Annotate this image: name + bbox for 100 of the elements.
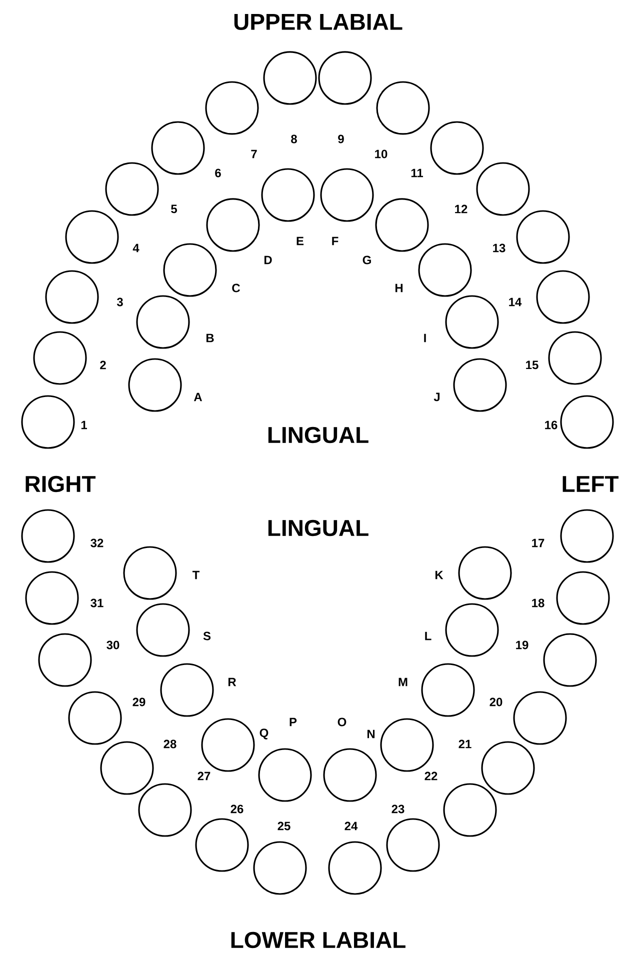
tooth-circle [481,741,535,795]
tooth-label: 2 [100,360,106,370]
tooth-circle [25,571,79,625]
tooth-circle [261,168,315,222]
tooth-circle [205,81,259,135]
tooth-circle [516,210,570,264]
tooth-circle [421,663,475,717]
tooth-label: 24 [344,822,358,830]
tooth-label: 32 [90,538,104,548]
tooth-circle [430,121,484,175]
tooth-label: H [395,284,403,292]
tooth-label: 14 [509,298,522,306]
region-label: LINGUAL [268,426,368,444]
tooth-circle [201,718,255,772]
tooth-circle [543,633,597,687]
tooth-label: 25 [278,822,290,830]
region-label: LEFT [562,476,618,492]
tooth-label: 3 [116,298,123,306]
tooth-label: E [296,236,304,246]
tooth-label: 16 [545,420,558,430]
tooth-label: K [435,570,444,580]
tooth-label: 23 [392,804,404,814]
tooth-circle [375,198,429,252]
tooth-circle [253,841,307,895]
tooth-label: A [194,392,202,402]
tooth-label: P [290,718,297,726]
tooth-label: B [206,334,214,342]
tooth-label: D [264,256,272,264]
tooth-label: N [367,730,375,738]
tooth-circle [206,198,260,252]
tooth-circle [195,818,249,872]
tooth-circle [151,121,205,175]
tooth-circle [45,270,99,324]
tooth-label: 6 [215,168,221,178]
tooth-circle [136,295,190,349]
tooth-circle [21,509,75,563]
tooth-label: G [362,256,371,264]
tooth-label: 1 [81,420,87,430]
region-label: UPPER LABIAL [234,14,402,30]
tooth-circle [386,818,440,872]
tooth-label: 29 [132,698,146,706]
tooth-label: F [332,236,338,246]
tooth-label: 27 [198,772,210,780]
tooth-label: 20 [490,698,502,706]
tooth-label: 11 [411,168,423,178]
tooth-label: 12 [455,204,468,214]
tooth-circle [443,783,497,837]
tooth-label: 8 [291,134,297,144]
tooth-label: 21 [458,740,472,748]
tooth-circle [123,546,177,600]
tooth-label: Q [260,728,268,740]
tooth-circle [418,243,472,297]
tooth-label: 17 [532,538,544,548]
tooth-circle [560,509,614,563]
tooth-circle [453,358,507,412]
tooth-circle [328,841,382,895]
tooth-circle [138,783,192,837]
tooth-label: I [424,334,426,342]
tooth-label: L [425,632,432,640]
tooth-label: 10 [375,150,388,158]
tooth-label: M [398,678,408,686]
tooth-circle [536,270,590,324]
tooth-label: 28 [164,740,176,748]
tooth-circle [160,663,214,717]
tooth-circle [258,748,312,802]
region-label: RIGHT [26,476,96,492]
tooth-circle [513,691,567,745]
tooth-circle [548,331,602,385]
tooth-label: 26 [230,804,244,814]
tooth-label: 13 [493,244,506,252]
tooth-label: S [203,632,211,640]
tooth-circle [380,718,434,772]
tooth-circle [128,358,182,412]
tooth-circle [163,243,217,297]
tooth-label: O [338,718,346,726]
tooth-circle [318,51,372,105]
region-label: LINGUAL [268,520,368,536]
tooth-label: 7 [251,150,257,158]
tooth-circle [376,81,430,135]
region-label: LOWER LABIAL [231,932,406,948]
tooth-label: R [228,678,236,686]
tooth-label: J [434,392,440,402]
tooth-circle [320,168,374,222]
tooth-circle [263,51,317,105]
tooth-circle [105,162,159,216]
tooth-circle [65,210,119,264]
tooth-label: C [232,284,240,292]
tooth-circle [100,741,154,795]
tooth-circle [68,691,122,745]
tooth-circle [136,603,190,657]
tooth-label: 30 [106,640,120,650]
tooth-label: 4 [132,244,140,252]
tooth-circle [33,331,87,385]
tooth-circle [560,395,614,449]
tooth-circle [476,162,530,216]
tooth-label: 31 [90,598,104,608]
tooth-circle [445,295,499,349]
tooth-label: T [192,570,200,580]
tooth-circle [556,571,610,625]
tooth-label: 15 [526,360,538,370]
